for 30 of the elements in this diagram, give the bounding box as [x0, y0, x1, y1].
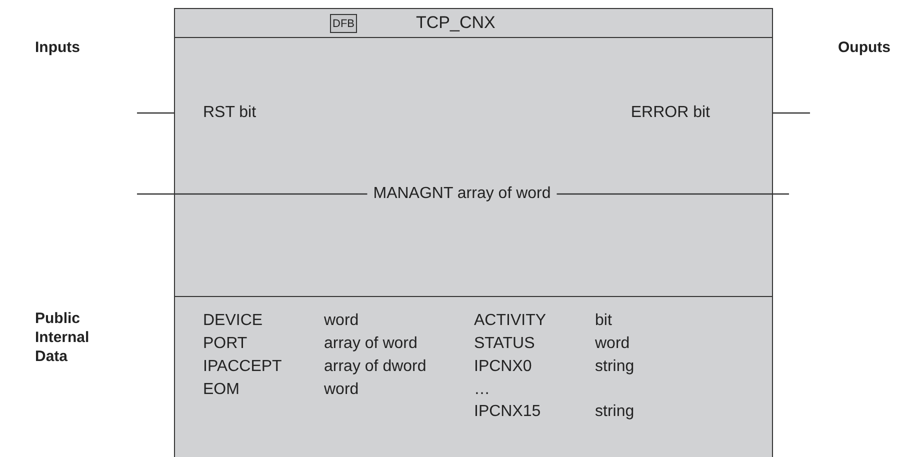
data-cell: string [595, 358, 634, 376]
section-heading: Public Internal Data [35, 309, 90, 366]
data-cell: IPCNX0 [474, 358, 532, 376]
section-heading: Inputs [35, 38, 81, 57]
data-cell: PORT [203, 335, 248, 353]
pin-line [556, 193, 789, 195]
data-cell: array of dword [324, 358, 426, 376]
data-cell: word [324, 312, 359, 330]
data-cell: array of word [324, 335, 418, 353]
pin-line [137, 193, 368, 195]
data-cell: string [595, 403, 634, 421]
pin-label: RST bit [203, 104, 256, 122]
pin-label: MANAGNT array of word [373, 185, 551, 203]
pin-line [137, 112, 174, 114]
type-tag: DFB [330, 14, 357, 33]
data-cell: … [474, 381, 490, 399]
data-cell: EOM [203, 381, 240, 399]
pin-line [773, 112, 810, 114]
data-cell: bit [595, 312, 612, 330]
data-cell: ACTIVITY [474, 312, 546, 330]
function-block [174, 8, 773, 457]
pin-label: ERROR bit [630, 104, 710, 122]
section-heading: Ouputs [838, 38, 892, 57]
block-title: TCP_CNX [416, 13, 496, 33]
data-cell: word [324, 381, 359, 399]
data-cell: IPACCEPT [203, 358, 282, 376]
data-cell: IPCNX15 [474, 403, 541, 421]
data-cell: DEVICE [203, 312, 263, 330]
data-cell: STATUS [474, 335, 535, 353]
data-cell: word [595, 335, 630, 353]
